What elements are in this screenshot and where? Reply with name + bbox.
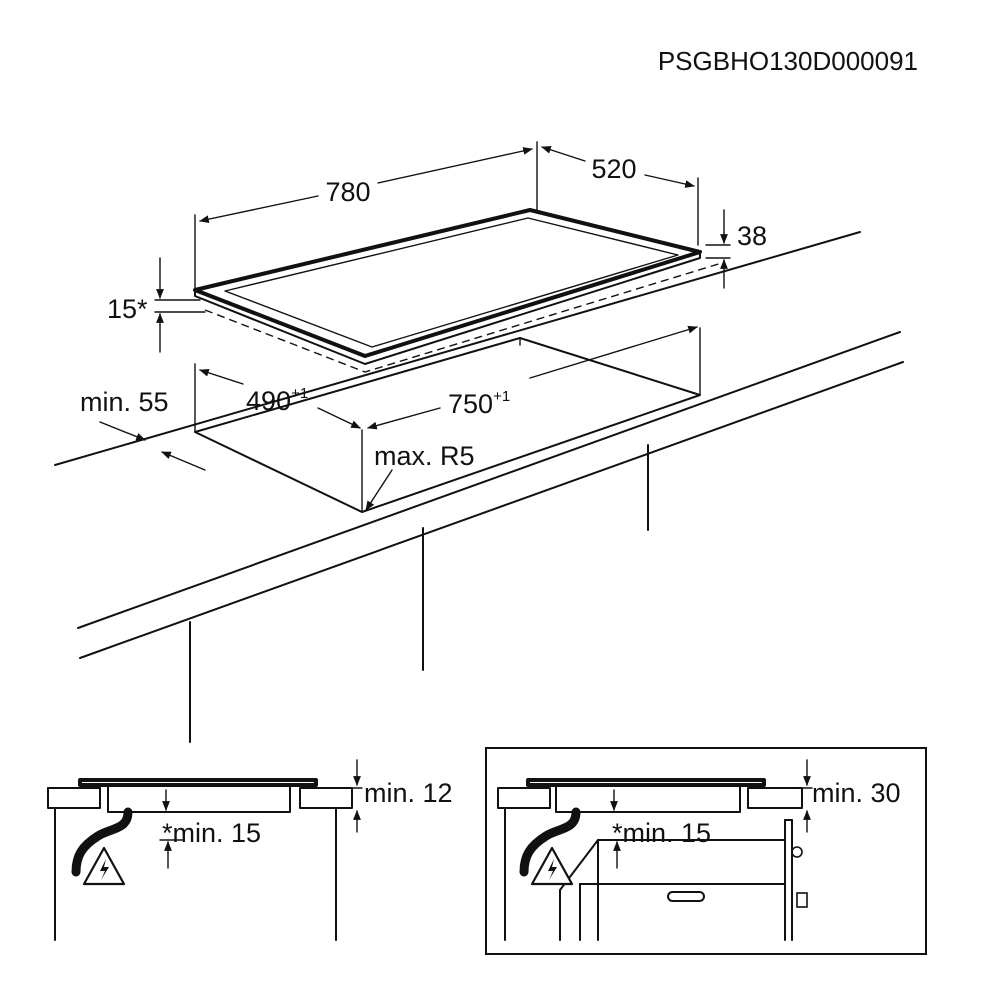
hob-unit — [193, 208, 726, 373]
dim-cutout-depth-label: 490+1 — [246, 385, 308, 416]
dim-height-label: 38 — [737, 221, 767, 251]
oven-hinge — [796, 892, 808, 908]
worktop — [54, 231, 904, 743]
detail-right: min. 30 *min. 15 — [485, 747, 927, 955]
detail-left-min-top: min. 12 — [364, 778, 453, 808]
detail-right-min-top: min. 30 — [812, 778, 901, 808]
oven-handle — [667, 891, 705, 902]
corner-radius-label: max. R5 — [374, 441, 475, 471]
electrical-hazard-icon — [82, 846, 126, 886]
dimension-width: 780 — [194, 141, 538, 291]
dimension-surface: 15* — [107, 257, 206, 353]
worktop-cutout — [194, 327, 701, 513]
dim-depth-label: 520 — [591, 154, 636, 184]
power-cable — [71, 807, 133, 877]
min-edge-label: min. 55 — [80, 387, 169, 417]
dimension-height: 38 — [705, 209, 767, 289]
dim-width-label: 780 — [325, 177, 370, 207]
dim-cutout-width-label: 750+1 — [448, 388, 510, 419]
dimension-cutout-width: 750+1 — [367, 325, 698, 430]
hob-hidden-body — [204, 261, 726, 373]
oven-knob — [791, 846, 803, 858]
power-cable — [519, 807, 581, 877]
corner-radius-callout: max. R5 — [365, 441, 475, 511]
detail-left: min. 12 *min. 15 — [47, 759, 453, 941]
dimension-cutout-depth: 490+1 — [199, 369, 361, 429]
oven-unit — [559, 819, 808, 941]
dimension-min-edge: min. 55 — [80, 387, 206, 471]
hob-glass-surface — [224, 217, 679, 348]
document-code: PSGBHO130D000091 — [658, 46, 918, 76]
detail-right-min-below: *min. 15 — [612, 818, 711, 848]
detail-right-frame — [485, 747, 927, 955]
electrical-hazard-icon — [530, 846, 574, 886]
dim-surface-label: 15* — [107, 294, 148, 324]
dimension-depth: 520 — [541, 146, 699, 246]
detail-left-min-below: *min. 15 — [162, 818, 261, 848]
